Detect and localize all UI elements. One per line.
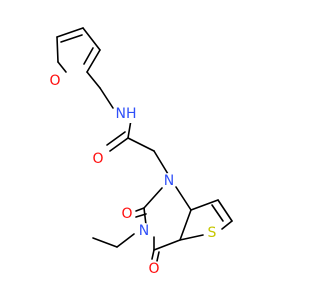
bond-carbonyl-o (109, 137, 129, 152)
bond-c6-s (221, 220, 233, 230)
sulfur-label: S (208, 225, 217, 241)
c4-oxygen-label: O (148, 261, 159, 277)
bond-c2-o (135, 207, 145, 212)
thiophene-ring (179, 199, 233, 241)
label-bg-amide-nh (114, 106, 138, 123)
bond-c7-c6-double (211, 204, 224, 222)
bond-furan-c3-c2 (56, 36, 59, 63)
amide-nh-label: NH (116, 106, 137, 122)
atom-labels: O NH O N O N O S (47, 73, 220, 277)
bond-n3-ch2 (116, 233, 135, 248)
bond-ch2-n1 (153, 150, 169, 175)
bond-carbonyl-ch2 (127, 137, 155, 152)
pyrimidinedione-ring (135, 186, 192, 262)
label-bg-sulfur (204, 225, 220, 241)
bond-carbonyl-o-double (106, 131, 126, 146)
bond-furan-c-ch2 (86, 71, 101, 89)
label-bg-n3 (136, 223, 152, 239)
bond-c7a-n1 (175, 186, 192, 211)
bond-c4-c4a (153, 239, 181, 251)
label-bg-c2-o (119, 206, 135, 222)
n3-label: N (139, 223, 149, 239)
label-bg-n1 (161, 173, 177, 189)
bond-ch2-ch3 (92, 237, 118, 248)
bond-furan-c5-double (83, 47, 94, 65)
bond-c7a-c7 (190, 199, 219, 211)
bond-c4-o-double (156, 251, 160, 262)
furan-ring (56, 27, 101, 89)
bond-c2-n3 (143, 207, 147, 226)
bond-c2-o-double (135, 213, 147, 218)
bond-furan-c3-c4-double (60, 34, 83, 43)
label-bg-furan-o (47, 73, 63, 89)
label-bg-amide-o (90, 151, 106, 167)
c2-oxygen-label: O (121, 206, 132, 222)
amide-oxygen-label: O (92, 151, 103, 167)
label-bg-c4-o (146, 261, 162, 277)
n1-label: N (164, 173, 174, 189)
amide-linker (99, 87, 169, 175)
bond-c7-c6 (217, 199, 233, 222)
bond-furan-c4-c5 (82, 27, 101, 51)
bond-ch2-nh (99, 87, 114, 109)
structure-diagram: O NH O N O N O S (47, 27, 233, 277)
bond-furan-c3-c4 (56, 27, 84, 38)
furan-oxygen-label: O (49, 73, 60, 89)
bond-n1-c2 (143, 187, 163, 209)
bond-furan-c5-o (86, 49, 101, 73)
bond-c4-o (151, 249, 155, 260)
bond-s-c4a (179, 234, 204, 241)
ethyl-group (92, 233, 135, 248)
bond-c4a-c7a (179, 209, 192, 241)
bond-furan-c2-o (57, 61, 67, 73)
